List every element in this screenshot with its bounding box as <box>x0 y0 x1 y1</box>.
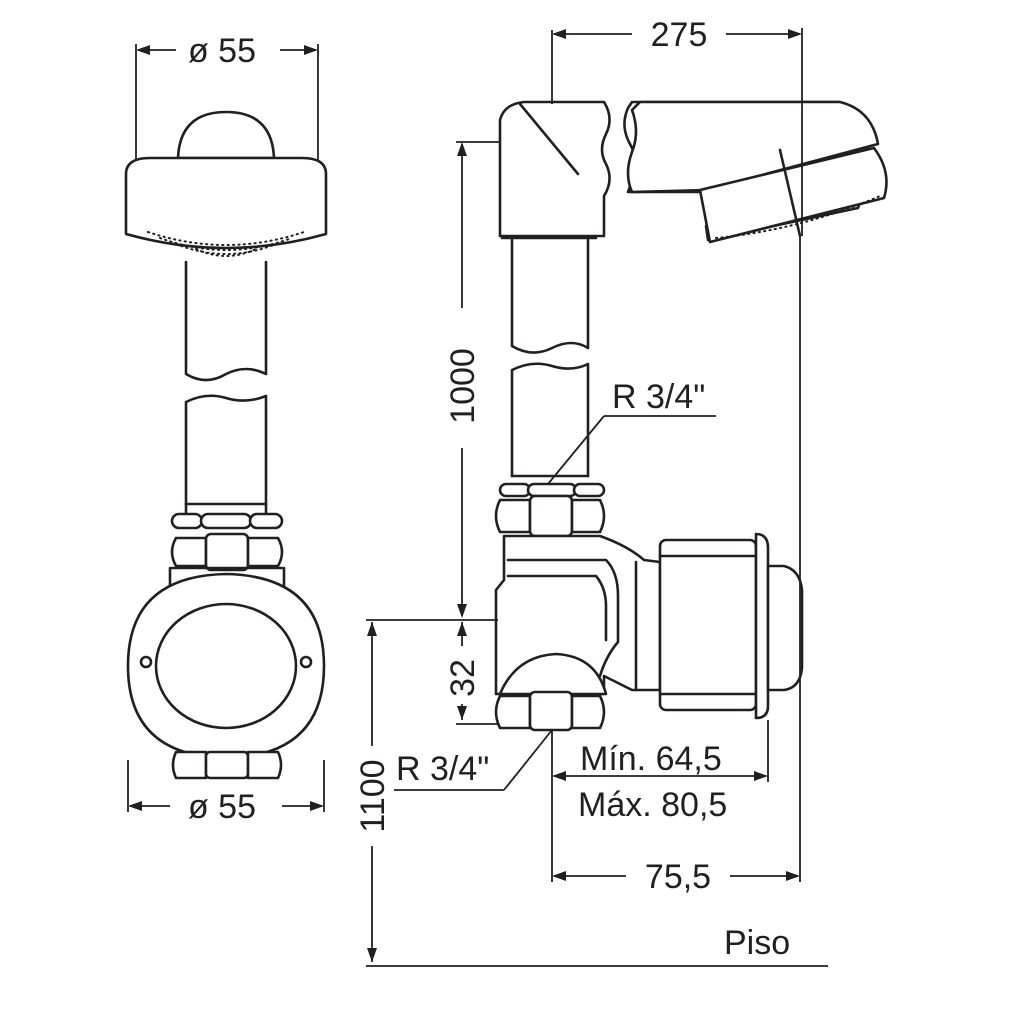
label-275: 275 <box>651 16 708 54</box>
side-elbow <box>498 100 611 238</box>
label-thread-upper: R 3/4" <box>612 378 705 416</box>
label-1000: 1000 <box>444 348 482 424</box>
side-bonnet <box>658 532 804 720</box>
front-ring <box>170 512 284 530</box>
label-bottom-diameter: ø 55 <box>188 788 256 826</box>
side-ring <box>498 482 606 498</box>
front-pipe-upper <box>184 260 268 382</box>
dim-1100: 1100 <box>354 622 392 962</box>
label-75-5: 75,5 <box>645 858 711 896</box>
label-1100: 1100 <box>354 759 392 832</box>
label-thread-lower: R 3/4" <box>396 750 489 788</box>
dim-1000: 1000 <box>444 141 500 618</box>
dim-bottom-diameter: ø 55 <box>127 760 325 826</box>
side-hex-nut <box>494 494 606 538</box>
side-bottom-nut <box>494 652 608 732</box>
dim-top-diameter: ø 55 <box>135 32 319 160</box>
front-round-body <box>126 566 326 760</box>
side-pipe-lower <box>510 362 590 478</box>
front-hex-nut <box>170 532 284 572</box>
dim-depth-min-max: Mín. 64,5 Máx. 80,5 <box>551 720 769 882</box>
side-shower-arm-head <box>623 100 888 244</box>
callout-thread-upper: R 3/4" <box>547 378 716 485</box>
dim-275: 275 <box>551 16 803 236</box>
dim-32: 32 <box>444 622 498 725</box>
front-shower-head <box>124 110 328 257</box>
front-pipe-lower <box>184 394 268 518</box>
label-depth-max: Máx. 80,5 <box>578 786 727 824</box>
floor-line: Piso <box>366 924 828 967</box>
label-top-diameter: ø 55 <box>188 32 256 70</box>
dim-75-5: 75,5 <box>552 236 801 896</box>
front-bottom-nut <box>171 750 283 780</box>
side-view: 275 1000 32 1100 <box>354 16 888 967</box>
label-depth-min: Mín. 64,5 <box>580 740 722 778</box>
side-pipe-upper <box>510 238 590 354</box>
label-32: 32 <box>444 659 482 697</box>
callout-thread-lower: R 3/4" <box>394 729 553 791</box>
label-floor: Piso <box>724 924 790 962</box>
front-view: ø 55 ø 55 <box>124 32 328 826</box>
